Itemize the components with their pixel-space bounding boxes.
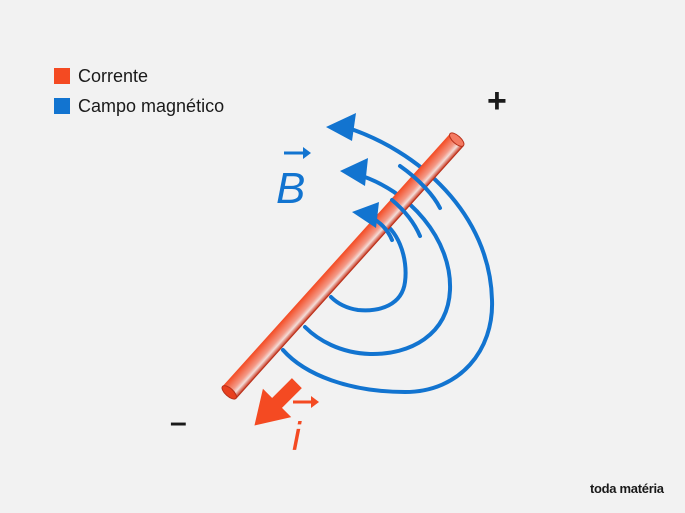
legend-label-magnetic-field: Campo magnético — [78, 95, 225, 116]
legend-item-magnetic-field: Campo magnético — [54, 91, 224, 121]
field-lines — [281, 124, 495, 395]
field-line-inner — [329, 214, 408, 313]
field-arrowheads — [326, 113, 379, 228]
current-label: i — [292, 415, 302, 459]
plus-sign: + — [487, 82, 507, 120]
brand-logo: toda matéria — [590, 481, 664, 496]
magnetic-field-swatch — [54, 98, 70, 114]
current-swatch — [54, 68, 70, 84]
legend-item-current: Corrente — [54, 61, 224, 91]
arrowhead-inner-icon — [352, 202, 379, 228]
field-vector-label: B — [276, 147, 311, 213]
current-direction-arrow-icon — [254, 378, 302, 426]
minus-sign: – — [170, 406, 187, 439]
legend-label-current: Corrente — [78, 65, 149, 86]
field-label: B — [276, 164, 305, 213]
field-line-middle — [303, 172, 453, 357]
arrowhead-outer-icon — [326, 113, 356, 141]
arrowhead-middle-icon — [340, 158, 368, 186]
current-vector-label: i — [292, 396, 319, 459]
current-wire — [221, 132, 465, 400]
legend: Corrente Campo magnético — [54, 61, 224, 121]
